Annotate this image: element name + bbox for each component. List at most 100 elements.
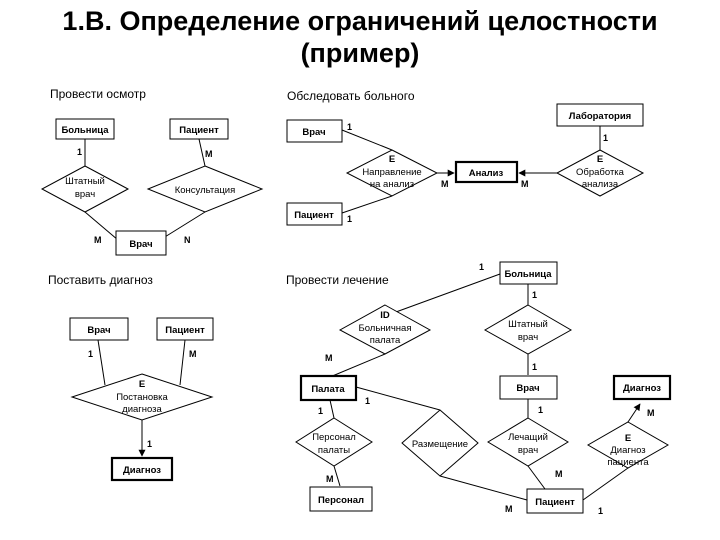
cardinality-label: M [325, 353, 333, 363]
relationship-label: E [139, 379, 145, 390]
relationship-label: Постановка [116, 392, 168, 403]
connector [439, 475, 528, 501]
cardinality-label: 1 [603, 133, 608, 143]
relationship-attending-doctor [487, 417, 569, 467]
relationship-label: Штатный [65, 176, 105, 187]
slide-subtitle: (пример) [300, 38, 420, 68]
connector [341, 129, 393, 151]
cardinality-label: M [647, 408, 655, 418]
entity-ward [299, 374, 358, 402]
entity-patient [169, 118, 229, 140]
entity-label: Персонал [318, 495, 364, 506]
relationship-label: Штатный [508, 319, 548, 330]
connector [84, 211, 119, 241]
cardinality-label: 1 [532, 362, 537, 372]
cardinality-label: M [189, 349, 197, 359]
cardinality-label: 1 [147, 439, 152, 449]
cardinality-label: 1 [365, 396, 370, 406]
entity-label: Врач [87, 325, 110, 336]
entity-label: Врач [302, 127, 325, 138]
entity-patient [526, 488, 584, 514]
entity-label: Диагноз [623, 383, 661, 394]
relationship-consultation [146, 165, 264, 213]
connector [97, 339, 106, 386]
cardinality-label: M [205, 149, 213, 159]
entity-staff [309, 486, 373, 512]
connector [329, 353, 386, 378]
cardinality-label: N [184, 235, 191, 245]
entity-patient [156, 317, 214, 341]
entity-doctor [499, 375, 558, 400]
relationship-label: анализа [582, 179, 619, 190]
relationship-label: Направление [362, 167, 421, 178]
relationship-label: диагноза [122, 404, 162, 415]
connector [198, 138, 206, 167]
entity-label: Пациент [179, 125, 219, 136]
relationship-label: Консультация [175, 185, 236, 196]
relationship-label: Диагноз [610, 445, 645, 456]
relationship-label: палата [370, 335, 401, 346]
entity-label: Больница [504, 269, 552, 280]
relationship-label: врач [518, 445, 538, 456]
connector [384, 273, 501, 317]
cardinality-label: 1 [538, 405, 543, 415]
connector [341, 195, 393, 214]
entity-patient [286, 202, 343, 226]
connector [333, 465, 341, 487]
entity-label: Больница [61, 125, 109, 136]
relationship-label: пациента [607, 457, 649, 468]
cardinality-label: 1 [318, 406, 323, 416]
entity-label: Пациент [294, 210, 334, 221]
relationship-referral [345, 149, 439, 197]
entity-label: Пациент [535, 497, 575, 508]
cardinality-label: 1 [347, 214, 352, 224]
connector-arrow [627, 403, 641, 423]
entity-diagnosis [110, 456, 174, 482]
relationship-label: Размещение [412, 439, 468, 450]
relationship-patient-diagnosis [586, 421, 670, 469]
cardinality-label: M [94, 235, 102, 245]
connector [527, 465, 546, 490]
relationship-label: Больничная [359, 323, 412, 334]
cardinality-label: M [326, 474, 334, 484]
entity-label: Врач [129, 239, 152, 250]
connector [159, 211, 206, 241]
cardinality-label: M [505, 504, 513, 514]
relationship-placement [401, 409, 479, 477]
entity-label: Диагноз [123, 465, 161, 476]
relationship-staff-doctor [40, 165, 130, 213]
cardinality-label: 1 [598, 506, 603, 516]
entity-doctor [286, 119, 343, 143]
relationship-label: E [389, 154, 395, 165]
relationship-label: Персонал [312, 432, 356, 443]
cardinality-label: M [441, 179, 449, 189]
section-label-examine-patient: Обследовать больного [287, 89, 415, 103]
cardinality-label: 1 [88, 349, 93, 359]
connector [179, 339, 186, 386]
relationship-label: палаты [318, 445, 350, 456]
cardinality-label: 1 [532, 290, 537, 300]
relationship-label: Лечащий [508, 432, 548, 443]
entity-analysis [454, 160, 519, 184]
relationship-label: Обработка [576, 167, 625, 178]
entity-hospital [55, 118, 115, 140]
cardinality-label: 1 [347, 122, 352, 132]
relationship-label: врач [518, 332, 538, 343]
entity-label: Врач [516, 383, 539, 394]
entity-diagnosis [612, 374, 672, 401]
relationship-label: на анализ [370, 179, 414, 190]
entity-label: Анализ [469, 168, 504, 179]
entity-label: Лаборатория [569, 111, 631, 122]
relationship-analysis-processing [555, 149, 645, 197]
entity-doctor [69, 317, 129, 341]
connector [582, 467, 629, 501]
cardinality-label: 1 [77, 147, 82, 157]
entity-hospital [499, 261, 558, 285]
cardinality-label: M [555, 469, 563, 479]
section-label-examine: Провести осмотр [50, 87, 146, 101]
relationship-diagnosis-setting [70, 373, 214, 421]
cardinality-label: 1 [479, 262, 484, 272]
connector [355, 386, 441, 411]
entity-label: Палата [311, 384, 345, 395]
